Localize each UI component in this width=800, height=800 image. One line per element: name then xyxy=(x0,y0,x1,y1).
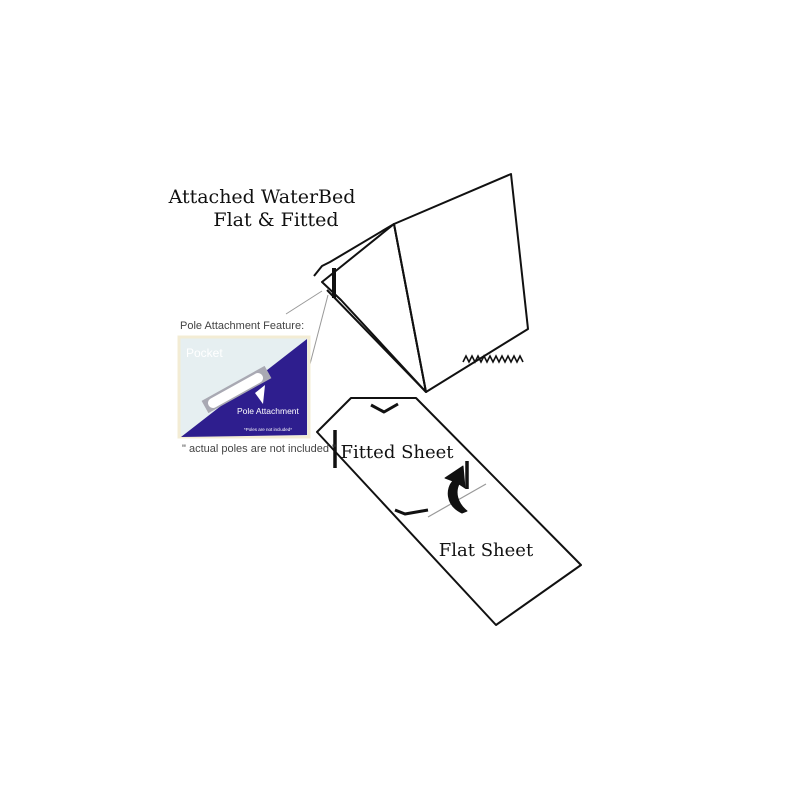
fitted-sheet-label: Fitted Sheet xyxy=(340,442,454,463)
inset-pocket-label: Pocket xyxy=(186,346,223,360)
flat-sheet-outline xyxy=(316,397,582,626)
inset-heading: Pole Attachment Feature: xyxy=(180,320,304,332)
tent-seam xyxy=(393,223,427,393)
pole-attachment-inset: Pocket Pole Attachment *Poles are not in… xyxy=(177,335,311,439)
inset-pole xyxy=(208,373,263,408)
inset-small-note: *Poles are not included* xyxy=(244,427,292,432)
callout-lines xyxy=(285,290,329,369)
flat-sheet-body xyxy=(316,397,582,626)
inset-footnote: " actual poles are not included " xyxy=(182,443,336,455)
attached-sheet-tent xyxy=(313,173,529,393)
flat-sheet-label: Flat Sheet xyxy=(439,540,534,561)
fitted-corner-top xyxy=(370,402,399,414)
diagram-title-line1: Attached WaterBed xyxy=(168,186,356,208)
tent-zipper xyxy=(462,354,524,364)
fitted-corner-bottom xyxy=(394,508,429,516)
inset-attachment-label: Pole Attachment xyxy=(237,406,300,416)
diagram-title-line2: Flat & Fitted xyxy=(213,209,338,231)
inset-pointer-icon xyxy=(255,385,265,404)
tent-front-edge xyxy=(326,289,427,393)
fold-arrow-icon xyxy=(444,465,468,514)
tent-left-edge xyxy=(313,223,395,277)
